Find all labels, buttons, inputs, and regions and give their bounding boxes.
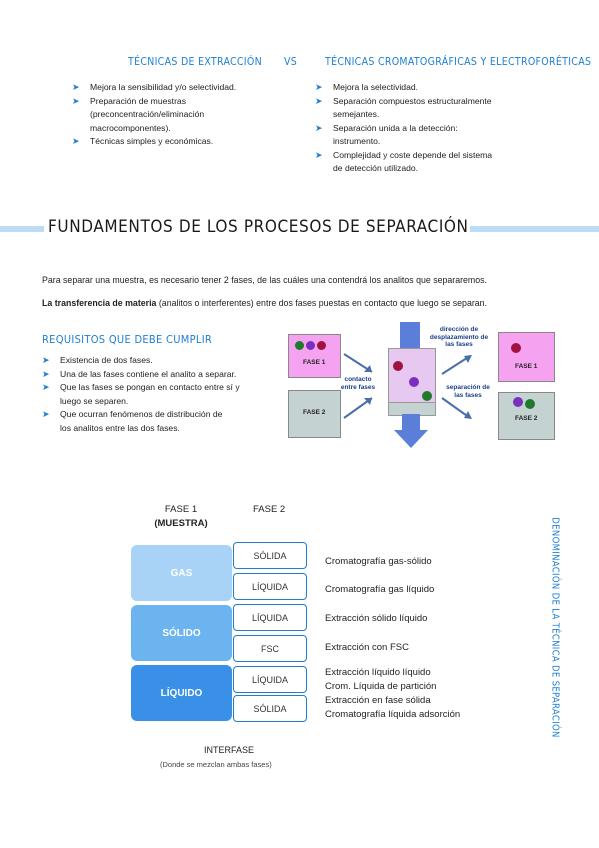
- phase-gas: GAS: [131, 545, 232, 601]
- list-item: ➤Que las fases se pongan en contacto ent…: [42, 381, 272, 395]
- arrow-icon: ➤: [42, 382, 50, 392]
- phase2-cell: LÍQUIDA: [233, 573, 307, 600]
- phase2-cell: SÓLIDA: [233, 695, 307, 722]
- arrow-icon: ➤: [72, 136, 80, 146]
- arrow-icon: ➤: [42, 409, 50, 419]
- list-item: ➤Una de las fases contiene el analito a …: [42, 368, 272, 382]
- list-item: instrumento.: [333, 136, 381, 146]
- phase-solid: SÓLIDO: [131, 605, 232, 661]
- technique-label: Extracción en fase sólida: [325, 695, 431, 706]
- header-bar-right: [470, 226, 599, 232]
- list-item: ➤Complejidad y coste depende del sistema: [315, 149, 545, 163]
- phase2-cell: LÍQUIDA: [233, 666, 307, 693]
- separation-label: separación de las fases: [446, 384, 490, 399]
- arrows-in: [343, 353, 373, 419]
- contact-zone: [388, 348, 436, 404]
- arrow-icon: ➤: [315, 95, 323, 106]
- phase2-box: FASE 2: [288, 390, 341, 438]
- requirements-list: ➤Existencia de dos fases. ➤Una de las fa…: [42, 354, 272, 435]
- technique-vertical-label: Denominación de la técnica de separación: [549, 517, 561, 738]
- phase2-cell: SÓLIDA: [233, 542, 307, 569]
- list-item: macrocomponentes).: [90, 122, 171, 133]
- list-item: los analitos entre las dos fases.: [60, 422, 180, 433]
- list-item: ➤Existencia de dos fases.: [42, 354, 272, 368]
- chromatographic-techniques-title: Técnicas cromatográficas y electroforéti…: [325, 56, 592, 68]
- list-item: semejantes.: [333, 109, 380, 119]
- arrow-shaft-top: [400, 322, 420, 348]
- purple-dot: [306, 341, 315, 350]
- list-item: ➤Separación unida a la detección:: [315, 122, 545, 136]
- technique-label: Cromatografía gas-sólido: [325, 556, 432, 567]
- arrow-icon: ➤: [72, 82, 80, 92]
- contact-label: contacto entre fases: [340, 376, 376, 391]
- list-item: ➤Que ocurran fenómenos de distribución d…: [42, 408, 272, 422]
- section-title: Fundamentos de los procesos de separació…: [48, 217, 469, 237]
- arrow-icon: ➤: [315, 149, 323, 160]
- extraction-techniques-title: Técnicas de extracción: [128, 56, 262, 68]
- list-item: ➤Separación compuestos estructuralmente: [315, 95, 545, 109]
- list-item: de detección utilizado.: [333, 163, 419, 173]
- list-item: luego se separen.: [60, 395, 129, 406]
- technique-label: Cromatografía gas líquido: [325, 584, 435, 595]
- requirements-title: Requisitos que debe cumplir: [42, 333, 213, 346]
- list-item: ➤Técnicas simples y económicas.: [72, 135, 287, 149]
- green-dot: [295, 341, 304, 350]
- arrow-icon: ➤: [72, 95, 80, 106]
- arrows-out: [441, 355, 472, 419]
- interfase-label: INTERFASE: [204, 745, 255, 755]
- list-item: ➤Mejora la sensibilidad y/o selectividad…: [72, 81, 287, 95]
- fase1-header: FASE 1 (MUESTRA): [154, 504, 208, 529]
- phase2-cell: FSC: [233, 635, 307, 662]
- arrow-icon: ➤: [315, 82, 323, 92]
- arrow-icon: ➤: [42, 355, 50, 365]
- transfer-paragraph: La transferencia de materia (analitos o …: [42, 298, 488, 308]
- technique-label: Cromatografía líquida adsorción: [325, 709, 461, 720]
- list-item: ➤Mejora la selectividad.: [315, 81, 545, 95]
- technique-label: Extracción con FSC: [325, 642, 409, 653]
- interfase-note: (Donde se mezclan ambas fases): [160, 760, 272, 769]
- header-bar-left: [0, 226, 44, 232]
- phase2-cell: LÍQUIDA: [233, 604, 307, 631]
- downward-arrow-icon: [394, 414, 428, 448]
- phase-diagram: FASE 1 FASE 2 contacto entre fases direc…: [288, 322, 563, 448]
- purple-dot: [409, 377, 419, 387]
- phase2-result-box: FASE 2: [498, 392, 555, 440]
- purple-dot: [513, 397, 523, 407]
- red-dot: [393, 361, 403, 371]
- direction-label: dirección de desplazamiento de las fases: [429, 326, 489, 348]
- green-dot: [525, 399, 535, 409]
- list-item: ➤Preparación de muestras: [72, 95, 287, 109]
- extraction-list: ➤Mejora la sensibilidad y/o selectividad…: [72, 81, 287, 149]
- arrow-icon: ➤: [315, 122, 323, 133]
- fase2-header: FASE 2: [253, 504, 286, 515]
- arrow-icon: ➤: [42, 368, 50, 379]
- technique-label: Extracción líquido líquido: [325, 667, 431, 678]
- technique-label: Extracción sólido líquido: [325, 613, 428, 624]
- vs-label: VS: [284, 56, 298, 68]
- chromatographic-list: ➤Mejora la selectividad. ➤Separación com…: [315, 81, 545, 176]
- technique-label: Crom. Líquida de partición: [325, 681, 437, 692]
- intro-paragraph: Para separar una muestra, es necesario t…: [42, 275, 487, 285]
- list-item: (preconcentración/eliminación: [90, 109, 205, 119]
- green-dot: [422, 391, 432, 401]
- phase-liquid: LÍQUIDO: [131, 665, 232, 721]
- phase1-result-box: FASE 1: [498, 332, 555, 382]
- red-dot: [317, 341, 326, 350]
- phase1-box: FASE 1: [288, 334, 341, 378]
- red-dot: [511, 343, 521, 353]
